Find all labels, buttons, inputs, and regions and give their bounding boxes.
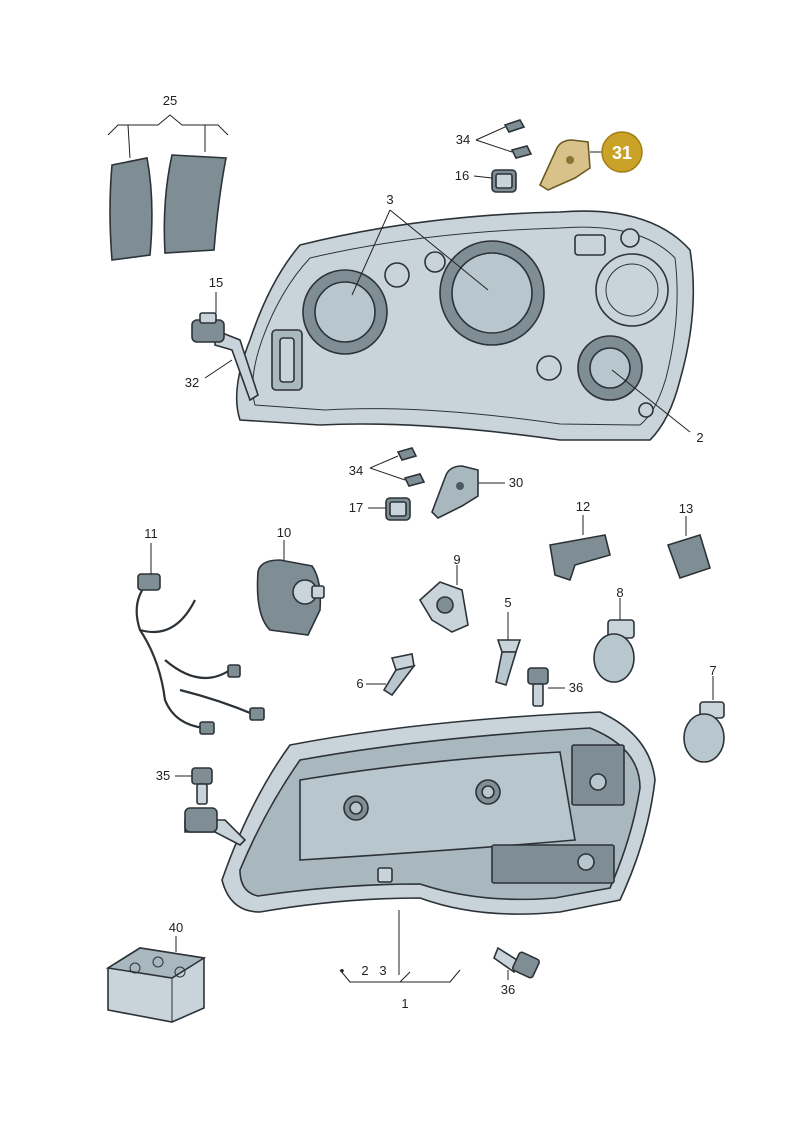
label-2-bottom: 2 — [361, 963, 368, 978]
callout-36-bottom: 36 — [501, 970, 515, 997]
part-36-bolt-bottom[interactable] — [493, 946, 541, 979]
label-15: 15 — [209, 275, 223, 290]
svg-text:•: • — [340, 963, 345, 978]
part-6-bulb[interactable] — [382, 653, 416, 697]
label-6: 6 — [356, 676, 363, 691]
callout-17: 17 — [349, 500, 386, 515]
part-9-bulb-holder[interactable] — [418, 581, 469, 633]
callout-1: • 2 3 1 — [339, 910, 461, 1011]
label-11: 11 — [144, 526, 158, 541]
label-7: 7 — [709, 663, 716, 678]
label-2-top: 2 — [696, 430, 703, 445]
part-8-bulb[interactable] — [593, 619, 635, 683]
label-10: 10 — [277, 525, 291, 540]
callout-3-top: 3 — [351, 192, 489, 296]
part-34-screws-mid[interactable] — [396, 447, 426, 487]
label-40: 40 — [169, 920, 183, 935]
callout-15: 15 — [209, 275, 223, 313]
callout-36-mid: 36 — [548, 680, 583, 695]
callout-10: 10 — [277, 525, 291, 560]
highlight-badge-31[interactable]: 31 — [601, 131, 643, 173]
callout-25: 25 — [107, 93, 229, 159]
part-30-bracket[interactable] — [431, 465, 479, 519]
part-12-cover[interactable] — [549, 534, 611, 582]
label-16: 16 — [455, 168, 469, 183]
part-40-repair-kit[interactable] — [105, 947, 207, 1023]
label-17: 17 — [349, 500, 363, 515]
label-30: 30 — [509, 475, 523, 490]
label-32: 32 — [185, 375, 199, 390]
callout-8: 8 — [616, 585, 624, 620]
callout-9: 9 — [453, 552, 461, 585]
callout-40: 40 — [169, 920, 183, 952]
headlamp-housing-rear[interactable] — [214, 210, 695, 441]
callout-30: 30 — [478, 475, 523, 490]
label-25: 25 — [163, 93, 177, 108]
label-12: 12 — [576, 499, 590, 514]
part-36-bolt-mid[interactable] — [527, 667, 549, 707]
part-16-nut[interactable] — [491, 169, 517, 193]
label-3-top: 3 — [386, 192, 393, 207]
label-3-bottom: 3 — [379, 963, 386, 978]
label-8: 8 — [616, 585, 623, 600]
label-36-bottom: 36 — [501, 982, 515, 997]
callout-34-top: 34 — [456, 126, 513, 153]
callout-12: 12 — [576, 499, 590, 535]
label-5: 5 — [504, 595, 511, 610]
label-34-top: 34 — [456, 132, 470, 147]
callout-7: 7 — [709, 663, 717, 700]
callout-34-mid: 34 — [349, 455, 406, 481]
part-35-bolt[interactable] — [191, 767, 213, 805]
label-9: 9 — [453, 552, 460, 567]
label-34-mid: 34 — [349, 463, 363, 478]
part-11-wiring-harness[interactable] — [135, 573, 265, 735]
part-25-lens-covers[interactable] — [109, 154, 227, 261]
label-13: 13 — [679, 501, 693, 516]
callout-32: 32 — [185, 359, 233, 390]
callout-35: 35 — [156, 768, 192, 783]
part-7-bulb[interactable] — [683, 701, 725, 763]
callout-2-top: 2 — [611, 369, 704, 445]
part-17-nut[interactable] — [385, 497, 411, 521]
label-1: 1 — [401, 996, 408, 1011]
callout-5: 5 — [504, 595, 512, 640]
callout-11: 11 — [144, 526, 158, 574]
callout-16: 16 — [455, 168, 493, 183]
label-36-mid: 36 — [569, 680, 583, 695]
part-31-repair-bracket[interactable] — [538, 139, 591, 191]
label-31: 31 — [612, 143, 632, 163]
part-5-bulb[interactable] — [495, 639, 522, 686]
part-15-grommet[interactable] — [191, 312, 225, 343]
part-10-adjuster-motor[interactable] — [256, 559, 325, 636]
headlamp-assembly-front[interactable] — [184, 711, 656, 915]
callout-13: 13 — [679, 501, 693, 536]
part-34-screws-top[interactable] — [503, 119, 533, 159]
callout-6: 6 — [356, 676, 386, 691]
label-35: 35 — [156, 768, 170, 783]
part-13-cap[interactable] — [666, 533, 711, 580]
